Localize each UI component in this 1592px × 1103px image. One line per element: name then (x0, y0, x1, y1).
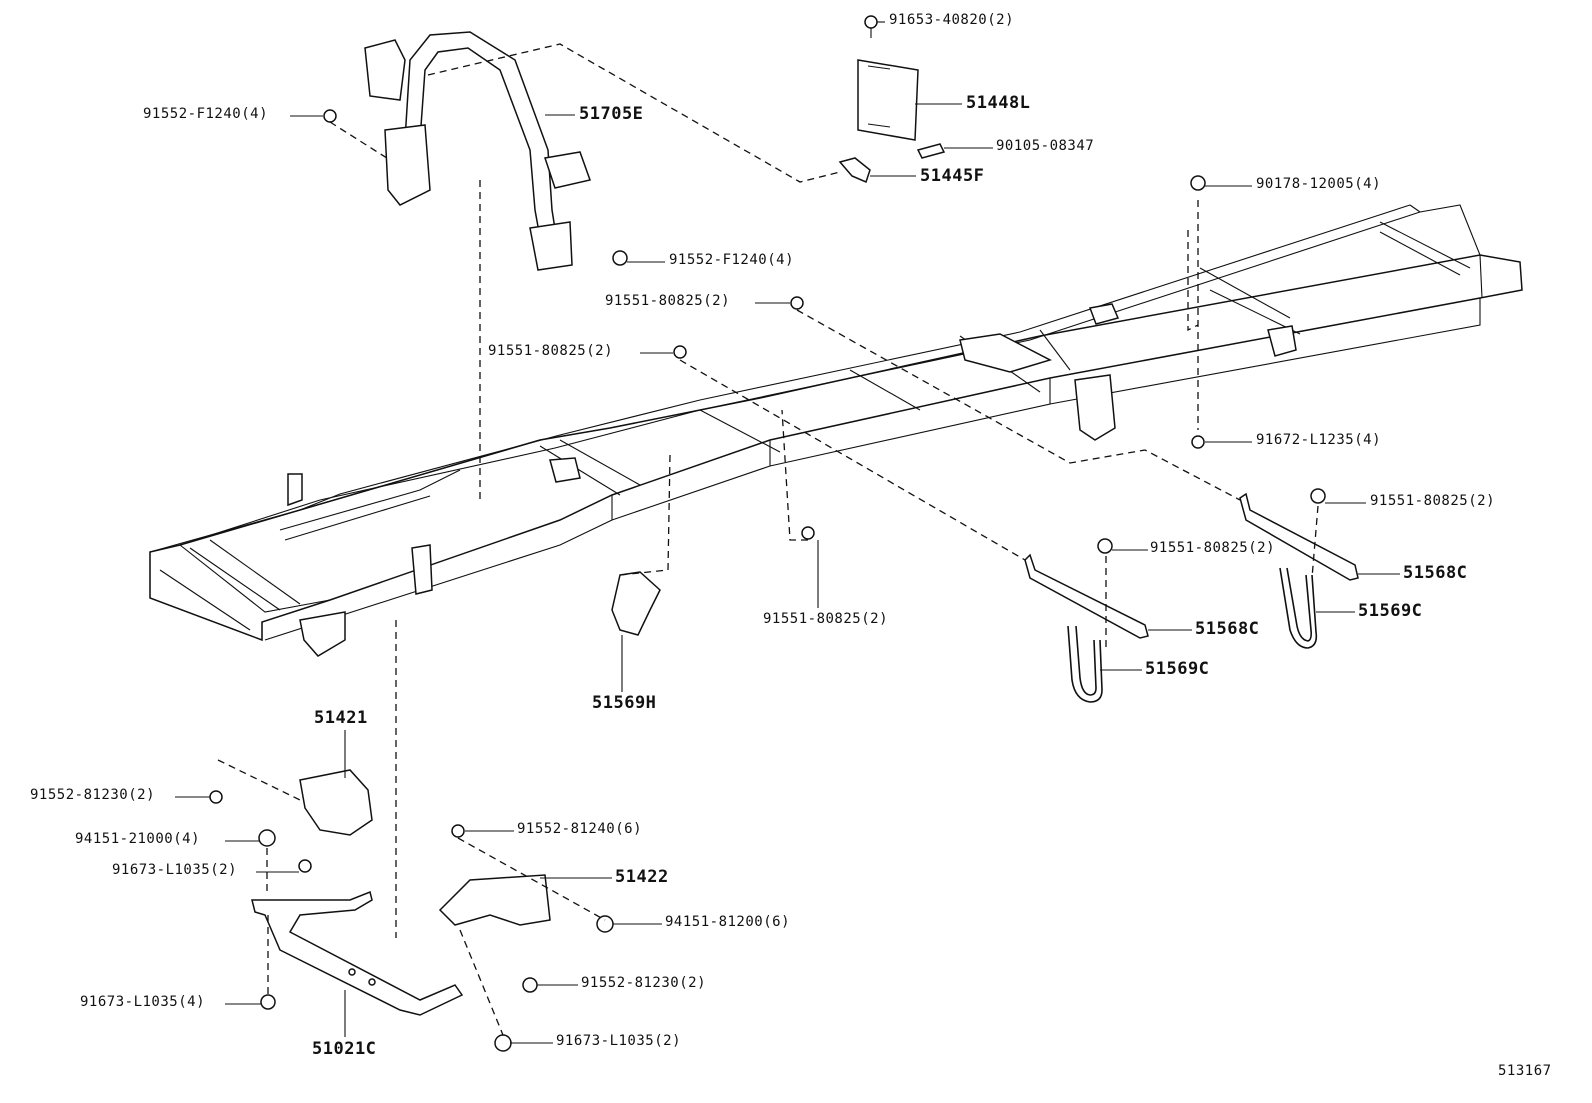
part-label: 91552-F1240(4) (143, 106, 269, 122)
part-label: 91552-81240(6) (517, 821, 643, 837)
part-label: 91551-80825(2) (1150, 540, 1276, 556)
part-label: 51448L (966, 93, 1031, 113)
part-label: 90105-08347 (996, 138, 1095, 154)
part-label: 94151-21000(4) (75, 831, 201, 847)
leader-lines (175, 21, 1400, 1044)
part-label: 51021C (312, 1039, 377, 1059)
part-label: 91551-80825(2) (763, 611, 889, 627)
part-label: 91551-80825(2) (605, 293, 731, 309)
bracket-51448L (838, 15, 946, 184)
part-label: 51569C (1145, 659, 1210, 679)
part-label: 51568C (1403, 563, 1468, 583)
part-label: 91551-80825(2) (1370, 493, 1496, 509)
diagram-code: 513167 (1498, 1063, 1552, 1079)
part-label: 91552-81230(2) (30, 787, 156, 803)
roll-bar-51705E (364, 31, 591, 271)
part-label: 91552-F1240(4) (669, 252, 795, 268)
part-label: 91552-81230(2) (581, 975, 707, 991)
part-label: 91673-L1035(4) (80, 994, 206, 1010)
part-label: 51421 (314, 708, 368, 728)
part-label: 51445F (920, 166, 985, 186)
part-label: 51422 (615, 867, 669, 887)
frame-assembly (149, 204, 1523, 657)
part-label: 51569H (592, 693, 657, 713)
protectors (611, 492, 1359, 703)
part-label: 91673-L1035(2) (556, 1033, 682, 1049)
assembly-lines (217, 43, 1319, 1036)
part-label: 51569C (1358, 601, 1423, 621)
lower-brackets (251, 769, 551, 1016)
part-label: 91673-L1035(2) (112, 862, 238, 878)
part-label: 90178-12005(4) (1256, 176, 1382, 192)
part-label: 91672-L1235(4) (1256, 432, 1382, 448)
part-label: 91551-80825(2) (488, 343, 614, 359)
part-label: 51705E (579, 104, 644, 124)
fasteners (209, 109, 1326, 1052)
part-label: 91653-40820(2) (889, 12, 1015, 28)
part-label: 94151-81200(6) (665, 914, 791, 930)
part-label: 51568C (1195, 619, 1260, 639)
